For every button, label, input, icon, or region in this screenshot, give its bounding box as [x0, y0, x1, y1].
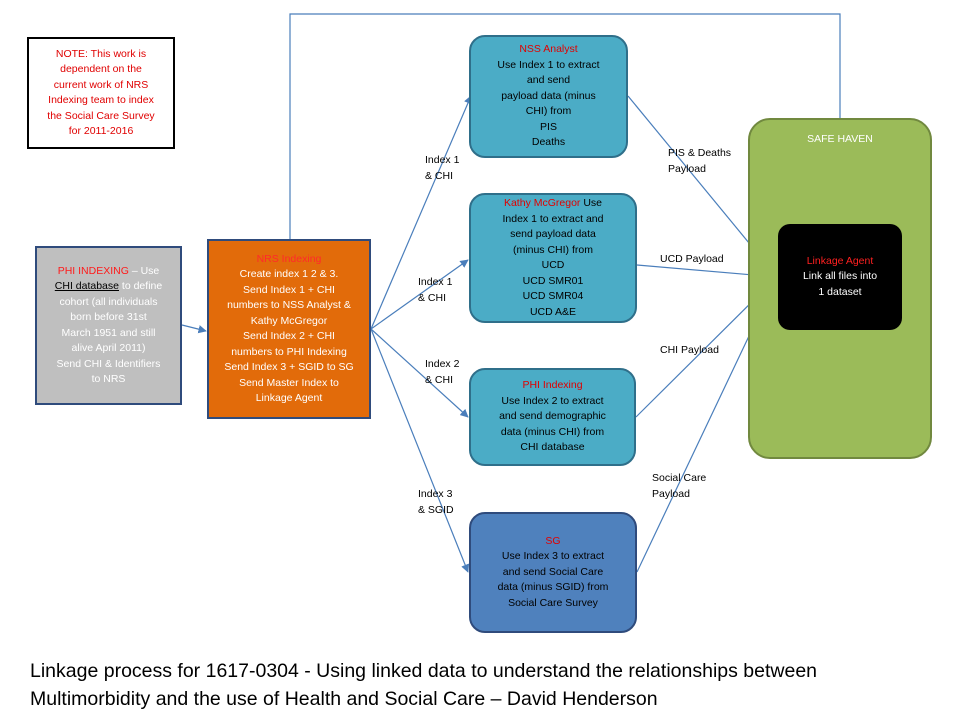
phi-indexing-source-box: PHI INDEXING – Use CHI database to defin…: [35, 246, 182, 405]
edge-label-ucd-payload: UCD Payload: [660, 253, 724, 265]
edge-label-pis-deaths-payload: PIS & Deaths Payload: [668, 147, 732, 175]
arrow-nrs-to-kathy: [370, 259, 469, 330]
phi-mid-line: and send demographic: [499, 410, 606, 423]
kathy-title: Kathy McGregor: [503, 197, 581, 209]
linkage-line: 1 dataset: [818, 285, 862, 298]
sg-box: SG Use Index 3 to extract and send Socia…: [469, 512, 637, 633]
note-line: Indexing team to index: [48, 94, 154, 106]
note-line: for 2011-2016: [68, 125, 134, 137]
note-line: the Social Care Survey: [47, 109, 155, 122]
linkage-title: Linkage Agent: [806, 254, 874, 267]
nrs-line: Kathy McGregor: [250, 314, 328, 327]
arrow-nrs-to-phi-mid: [370, 328, 469, 418]
phi-source-title: PHI INDEXING: [57, 264, 129, 277]
kathy-line: UCD A&E: [529, 305, 577, 318]
phi-indexing-box: PHI Indexing Use Index 2 to extract and …: [469, 368, 636, 466]
arrow-phi-to-nrs: [181, 324, 207, 334]
phi-source-line: cohort (all individuals: [59, 295, 158, 308]
nrs-line: Linkage Agent: [255, 392, 323, 404]
nss-line: and send: [526, 74, 571, 87]
nss-line: CHI) from: [525, 105, 572, 118]
phi-source-line: March 1951 and still: [61, 326, 156, 339]
nrs-title: NRS Indexing: [256, 252, 322, 265]
nrs-line: numbers to NSS Analyst &: [227, 299, 351, 311]
kathy-title-suffix: Use: [580, 197, 603, 209]
phi-mid-line: CHI database: [520, 441, 585, 454]
nrs-indexing-box: NRS Indexing Create index 1 2 & 3. Send …: [207, 239, 371, 419]
nss-line: PIS: [540, 120, 557, 133]
nrs-line: Create index 1 2 & 3.: [239, 268, 339, 280]
edge-label-chi-payload: CHI Payload: [660, 344, 719, 356]
phi-mid-line: data (minus CHI) from: [500, 425, 605, 438]
sg-line: Social Care Survey: [508, 596, 598, 609]
edge-label-index1-chi-nss: Index 1 & CHI: [425, 154, 460, 182]
figure-caption: Linkage process for 1617-0304 - Using li…: [30, 657, 950, 713]
kathy-line: UCD SMR04: [522, 290, 584, 302]
kathy-mcgregor-box: Kathy McGregor Use Index 1 to extract an…: [469, 193, 637, 323]
nrs-line: Send Index 2 + CHI: [243, 330, 335, 342]
kathy-line: UCD SMR01: [522, 274, 584, 287]
edge-label-index2-chi: Index 2 & CHI: [425, 358, 460, 386]
note-line: dependent on the: [60, 63, 142, 75]
phi-source-title-suffix: – Use: [128, 264, 160, 277]
nrs-line: Send Index 3 + SGID to SG: [224, 361, 354, 373]
note-line: NOTE: This work is: [55, 47, 147, 60]
phi-source-line-rest: to define: [119, 280, 163, 292]
phi-source-line: Send CHI & Identifiers: [56, 357, 161, 370]
phi-source-line: born before 31st: [70, 311, 147, 323]
nrs-line: numbers to PHI Indexing: [231, 345, 347, 358]
sg-line: and send Social Care: [502, 565, 604, 578]
nss-analyst-box: NSS Analyst Use Index 1 to extract and s…: [469, 35, 628, 158]
nss-line: payload data (minus: [501, 89, 596, 102]
edge-label-social-care-payload: Social Care Payload: [652, 472, 707, 500]
kathy-title-line: Kathy McGregor Use: [504, 196, 602, 212]
nss-title: NSS Analyst: [519, 43, 578, 56]
nrs-line: Send Master Index to: [239, 376, 339, 389]
note-line: current work of NRS: [53, 78, 149, 91]
nss-line: Use Index 1 to extract: [497, 58, 600, 71]
sg-title: SG: [545, 534, 561, 547]
safe-haven-title: SAFE HAVEN: [807, 133, 873, 145]
phi-mid-title: PHI Indexing: [522, 379, 583, 392]
kathy-line: UCD: [541, 259, 565, 271]
linkage-agent-box: Linkage Agent Link all files into 1 data…: [778, 224, 902, 330]
phi-mid-line: Use Index 2 to extract: [501, 394, 604, 407]
phi-source-line: alive April 2011): [71, 342, 146, 354]
caption-line: Linkage process for 1617-0304 - Using li…: [30, 660, 818, 682]
linkage-line: Link all files into: [802, 270, 878, 283]
edge-label-index3-sgid: Index 3 & SGID: [418, 488, 454, 516]
arrow-nrs-to-nss: [370, 95, 472, 330]
nss-line: Deaths: [531, 136, 566, 149]
sg-line: Use Index 3 to extract: [501, 550, 605, 563]
phi-source-title-line: PHI INDEXING – Use: [58, 264, 160, 280]
caption-line: Multimorbidity and the use of Health and…: [30, 688, 658, 710]
chi-database-link: CHI database: [54, 280, 119, 292]
kathy-line: (minus CHI) from: [513, 243, 593, 256]
edge-label-index1-chi-kathy: Index 1 & CHI: [418, 276, 453, 304]
arrow-nrs-to-sg: [370, 328, 470, 573]
phi-source-line: to NRS: [91, 373, 126, 385]
kathy-line: Index 1 to extract and: [502, 212, 604, 225]
phi-source-line: CHI database to define: [55, 279, 162, 295]
kathy-line: send payload data: [510, 228, 596, 240]
sg-line: data (minus SGID) from: [497, 581, 609, 594]
note-box: NOTE: This work is dependent on the curr…: [27, 37, 175, 149]
nrs-line: Send Index 1 + CHI: [243, 283, 335, 296]
